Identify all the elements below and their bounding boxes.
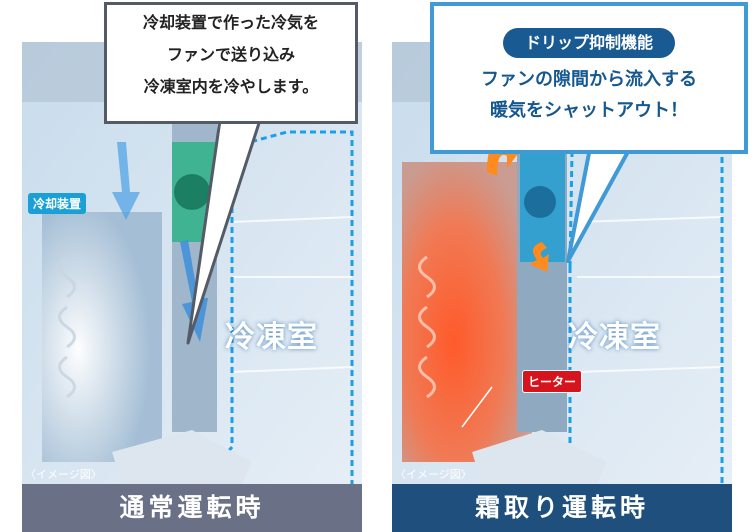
callout-line: ファンの隙間から流入する: [481, 69, 697, 90]
freezer-label: 冷凍室: [225, 320, 318, 355]
drip-suppression-badge: ドリップ抑制機能: [502, 28, 675, 58]
callout-line: 暖気をシャットアウト！: [490, 100, 688, 121]
callout-line: ファンで送り込み: [166, 45, 295, 64]
image-note: 〈イメージ図〉: [395, 468, 472, 481]
heater-tag: ヒーター: [522, 370, 583, 393]
image-note: 〈イメージ図〉: [25, 468, 102, 481]
callout-tail-right: [566, 146, 634, 263]
callout-tail-left: [186, 118, 266, 345]
defrost-operation-caption: 霜取り運転時: [392, 484, 732, 532]
normal-operation-caption: 通常運転時: [22, 484, 362, 532]
callout-line: 冷却装置で作った冷気を: [142, 13, 319, 32]
cooling-unit-tag: 冷却装置: [28, 193, 87, 214]
explanation-callout: 冷却装置で作った冷気を ファンで送り込み 冷凍室内を冷やします。: [104, 2, 358, 124]
freezer-label: 冷凍室: [568, 320, 661, 355]
heated-cooling-unit-shape: [402, 162, 532, 462]
callout-line: 冷凍室内を冷やします。: [143, 77, 319, 96]
cooling-unit-shape: [42, 212, 162, 462]
drip-suppression-callout: ドリップ抑制機能 ファンの隙間から流入する 暖気をシャットアウト！: [430, 2, 748, 154]
